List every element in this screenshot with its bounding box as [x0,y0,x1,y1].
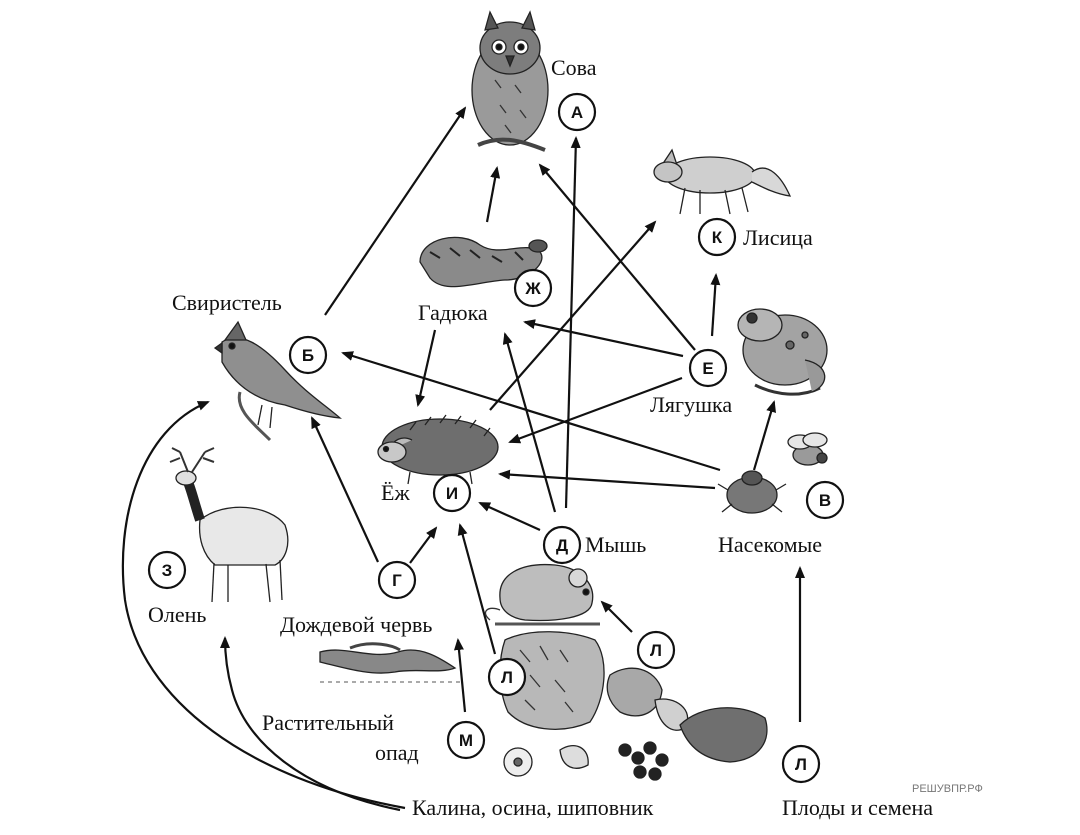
label-fruits: Плоды и семена [782,795,933,820]
svg-text:Л: Л [501,668,513,687]
svg-text:Л: Л [650,641,662,660]
node-deer-letter: З [147,550,187,590]
node-insects-letter: В [805,480,845,520]
node-worm-letter: Г [377,560,417,600]
node-fruits-letter: Л [781,744,821,784]
node-viper-letter: Ж [513,268,553,308]
arrow-worm-to-waxwing [311,416,379,563]
node-owl-letter: А [557,92,597,132]
svg-text:Ж: Ж [524,279,541,298]
arrows [121,106,805,812]
fox-icon [653,148,792,215]
node-frog-letter: Е [688,348,728,388]
arrow-litter-to-worm [453,638,467,713]
node-litter-letter: М [446,720,486,760]
svg-text:Г: Г [392,571,402,590]
svg-text:Е: Е [702,359,713,378]
node-mouse-letter: Д [542,525,582,565]
label-litter-line2: опад [375,740,419,765]
arrow-mouse-to-viper [502,332,557,513]
svg-text:Д: Д [556,536,568,555]
arrow-plants-to-waxwing [121,400,406,810]
svg-text:И: И [446,484,458,503]
arrow-insects-to-frog [752,400,776,471]
svg-text:М: М [459,731,473,750]
label-litter-line1: Растительный [262,710,394,735]
svg-text:Б: Б [302,346,314,365]
label-insects: Насекомые [718,532,822,557]
svg-text:З: З [162,561,173,580]
watermark: РЕШУВПР.РФ [912,783,983,795]
node-fox-letter: К [697,217,737,257]
node-hedgehog-letter: И [432,473,472,513]
hedgehog-icon [377,414,499,485]
arrow-mouse-to-owl [564,136,581,509]
label-worm: Дождевой червь [280,612,432,637]
plants-icon [499,631,768,781]
svg-text:К: К [712,228,723,247]
svg-text:В: В [819,491,831,510]
arrow-plants-to-deer [220,636,401,812]
arrow-frog-to-owl [538,163,696,351]
waxwing-icon [213,320,342,442]
arrow-viper-to-owl [485,166,501,223]
label-fox: Лисица [743,225,813,250]
arrow-mouse-to-hedgehog [478,501,541,532]
arrow-plants-to-hedgehog [457,523,497,655]
label-mouse: Мышь [585,532,646,557]
label-deer: Олень [148,602,206,627]
arrow-frog-to-hedgehog [508,376,683,444]
arrow-viper-to-hedgehog [415,329,437,407]
mouse-icon [484,563,600,626]
arrow-waxwing-to-owl [324,106,467,316]
label-waxwing: Свиристель [172,290,282,315]
label-owl: Сова [551,55,597,80]
arrow-frog-to-viper [523,319,684,358]
arrow-insects-to-hedgehog [498,469,716,490]
arrow-frog-to-fox [710,273,721,337]
label-plants: Калина, осина, шиповник [412,795,654,820]
arrow-worm-to-hedgehog [409,526,438,564]
node-waxwing-letter: Б [288,335,328,375]
viper-icon [419,236,548,288]
label-frog: Лягушка [650,392,732,417]
svg-text:А: А [571,103,583,122]
earthworm-icon [319,642,460,683]
svg-text:Л: Л [795,755,807,774]
owl-icon [471,10,549,152]
deer-icon [169,447,289,603]
frog-icon [737,308,828,396]
label-viper: Гадюка [418,300,488,325]
arrow-plants-to-mouse [600,600,633,633]
label-hedgehog: Ёж [381,480,410,505]
node-plants-right-letter: Л [636,630,676,670]
arrow-insects-to-waxwing [341,351,721,472]
insects-icon [717,432,828,514]
node-plants-left-letter: Л [487,657,527,697]
